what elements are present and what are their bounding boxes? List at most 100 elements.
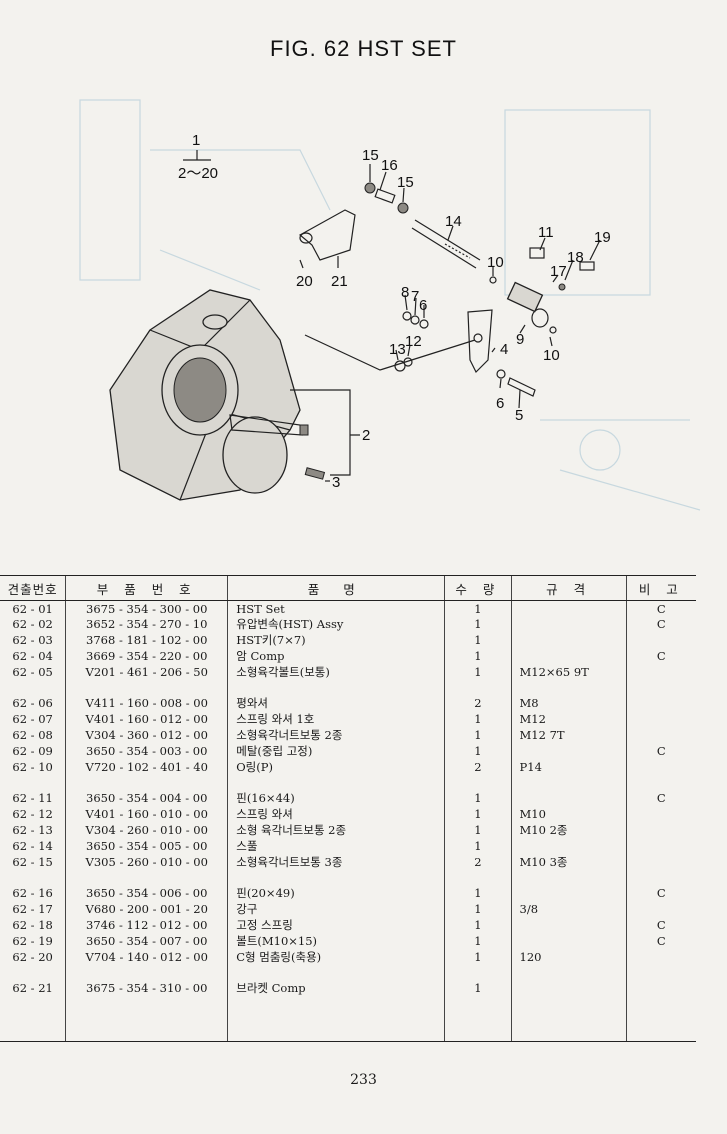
- part-no-cell: V201 - 461 - 206 - 50: [65, 664, 228, 681]
- qty-cell: 1: [444, 727, 512, 744]
- header-part-name: 품 명: [227, 575, 445, 601]
- ref-no-cell: 62 - 01: [12, 601, 53, 616]
- callout-19: 19: [594, 229, 611, 246]
- trailing-spacer: [0, 1026, 696, 1043]
- remarks-cell: C: [625, 648, 696, 665]
- spacer-cell: [510, 996, 627, 1012]
- part-no-cell: 3650 - 354 - 004 - 00: [65, 790, 228, 807]
- spec-cell: [510, 600, 627, 617]
- qty-cell: 1: [444, 838, 512, 855]
- spacer-cell: [227, 680, 445, 696]
- spacer-cell: [625, 1026, 696, 1043]
- qty-cell: 1: [444, 933, 512, 950]
- spacer-cell: [510, 1026, 627, 1043]
- spec-cell: [510, 838, 627, 855]
- callout-18: 18: [567, 249, 584, 266]
- spacer-cell: [65, 775, 228, 791]
- spacer-cell: [227, 1026, 445, 1043]
- part-name-cell: 스프링 와셔 1호: [227, 711, 445, 728]
- spacer-cell: [625, 1011, 696, 1027]
- qty-cell: 1: [444, 600, 512, 617]
- part-name-cell: 스풀: [227, 838, 445, 855]
- ref-no-cell: 62 - 17: [12, 902, 53, 917]
- header-part-no: 부 품 번 호: [65, 575, 228, 601]
- qty-cell: 2: [444, 854, 512, 871]
- callout-15-left: 15: [362, 147, 379, 164]
- part-name-cell: 스프링 와셔: [227, 806, 445, 823]
- remarks-cell: [625, 664, 696, 681]
- hst-housing: [109, 289, 309, 501]
- qty-cell: 1: [444, 616, 512, 633]
- callout-6-top: 6: [419, 297, 427, 314]
- spacer-cell: [444, 775, 512, 791]
- qty-cell: 1: [444, 743, 512, 760]
- spacer-cell: [625, 680, 696, 696]
- part-no-cell: 3746 - 112 - 012 - 00: [65, 917, 228, 934]
- qty-cell: 1: [444, 648, 512, 665]
- spec-cell: [510, 632, 627, 649]
- callout-7: 7: [411, 288, 419, 305]
- remarks-cell: [625, 632, 696, 649]
- spec-cell: 120: [510, 949, 627, 966]
- part-name-cell: 암 Comp: [227, 648, 445, 665]
- callout-10-bottom: 10: [543, 347, 560, 364]
- callout-1-range: 2～20: [178, 165, 218, 182]
- spacer-cell: [510, 965, 627, 981]
- part-name-cell: 소형육각너트보통 2종: [227, 727, 445, 744]
- ref-no-cell: 62 - 15: [12, 855, 53, 870]
- callout-14: 14: [445, 213, 462, 230]
- part-name-cell: 소형육각너트보통 3종: [227, 854, 445, 871]
- remarks-cell: C: [625, 917, 696, 934]
- leader-lines: [183, 150, 601, 482]
- remarks-cell: C: [625, 885, 696, 902]
- callout-8: 8: [401, 284, 409, 301]
- callout-labels: 1 2～20 15 16 15 14 11 19 18 17 10 9 10 2…: [178, 132, 611, 491]
- spacer-cell: [0, 996, 66, 1011]
- spec-cell: [510, 933, 627, 950]
- callout-13: 13: [389, 341, 406, 358]
- spec-cell: 3/8: [510, 901, 627, 918]
- callout-21: 21: [331, 273, 348, 290]
- part-no-cell: 3675 - 354 - 300 - 00: [65, 600, 228, 617]
- qty-cell: 1: [444, 980, 512, 997]
- spacer-cell: [65, 996, 228, 1012]
- part-no-cell: 3652 - 354 - 270 - 10: [65, 616, 228, 633]
- spacer-cell: [227, 1011, 445, 1027]
- ghost-background-drawing: [79, 99, 701, 511]
- spacer-cell: [65, 1011, 228, 1027]
- spacer-cell: [227, 775, 445, 791]
- ref-no-cell: 62 - 13: [12, 823, 53, 838]
- ref-no-cell: 62 - 18: [12, 918, 53, 933]
- spacer-cell: [0, 775, 66, 790]
- callout-16: 16: [381, 157, 398, 174]
- part-no-cell: 3675 - 354 - 310 - 00: [65, 980, 228, 997]
- remarks-cell: C: [625, 933, 696, 950]
- header-remarks: 비 고: [625, 575, 696, 601]
- spec-cell: [510, 648, 627, 665]
- callout-6-bottom: 6: [496, 395, 504, 412]
- part-name-cell: O링(P): [227, 759, 445, 776]
- callout-2: 2: [362, 427, 370, 444]
- ref-no-cell: 62 - 19: [12, 934, 53, 949]
- part-name-cell: HST Set: [227, 600, 445, 617]
- spec-cell: M12 7T: [510, 727, 627, 744]
- callout-10-top: 10: [487, 254, 504, 271]
- spacer-cell: [0, 1011, 66, 1026]
- part-name-cell: 핀(16×44): [227, 790, 445, 807]
- spacer-cell: [0, 965, 66, 980]
- part-name-cell: 평와셔: [227, 695, 445, 712]
- spec-cell: [510, 790, 627, 807]
- trailing-spacer: [0, 996, 696, 1012]
- part-name-cell: C형 멈춤링(축용): [227, 949, 445, 966]
- header-qty: 수 량: [444, 575, 512, 601]
- group-spacer: [0, 870, 696, 886]
- qty-cell: 1: [444, 806, 512, 823]
